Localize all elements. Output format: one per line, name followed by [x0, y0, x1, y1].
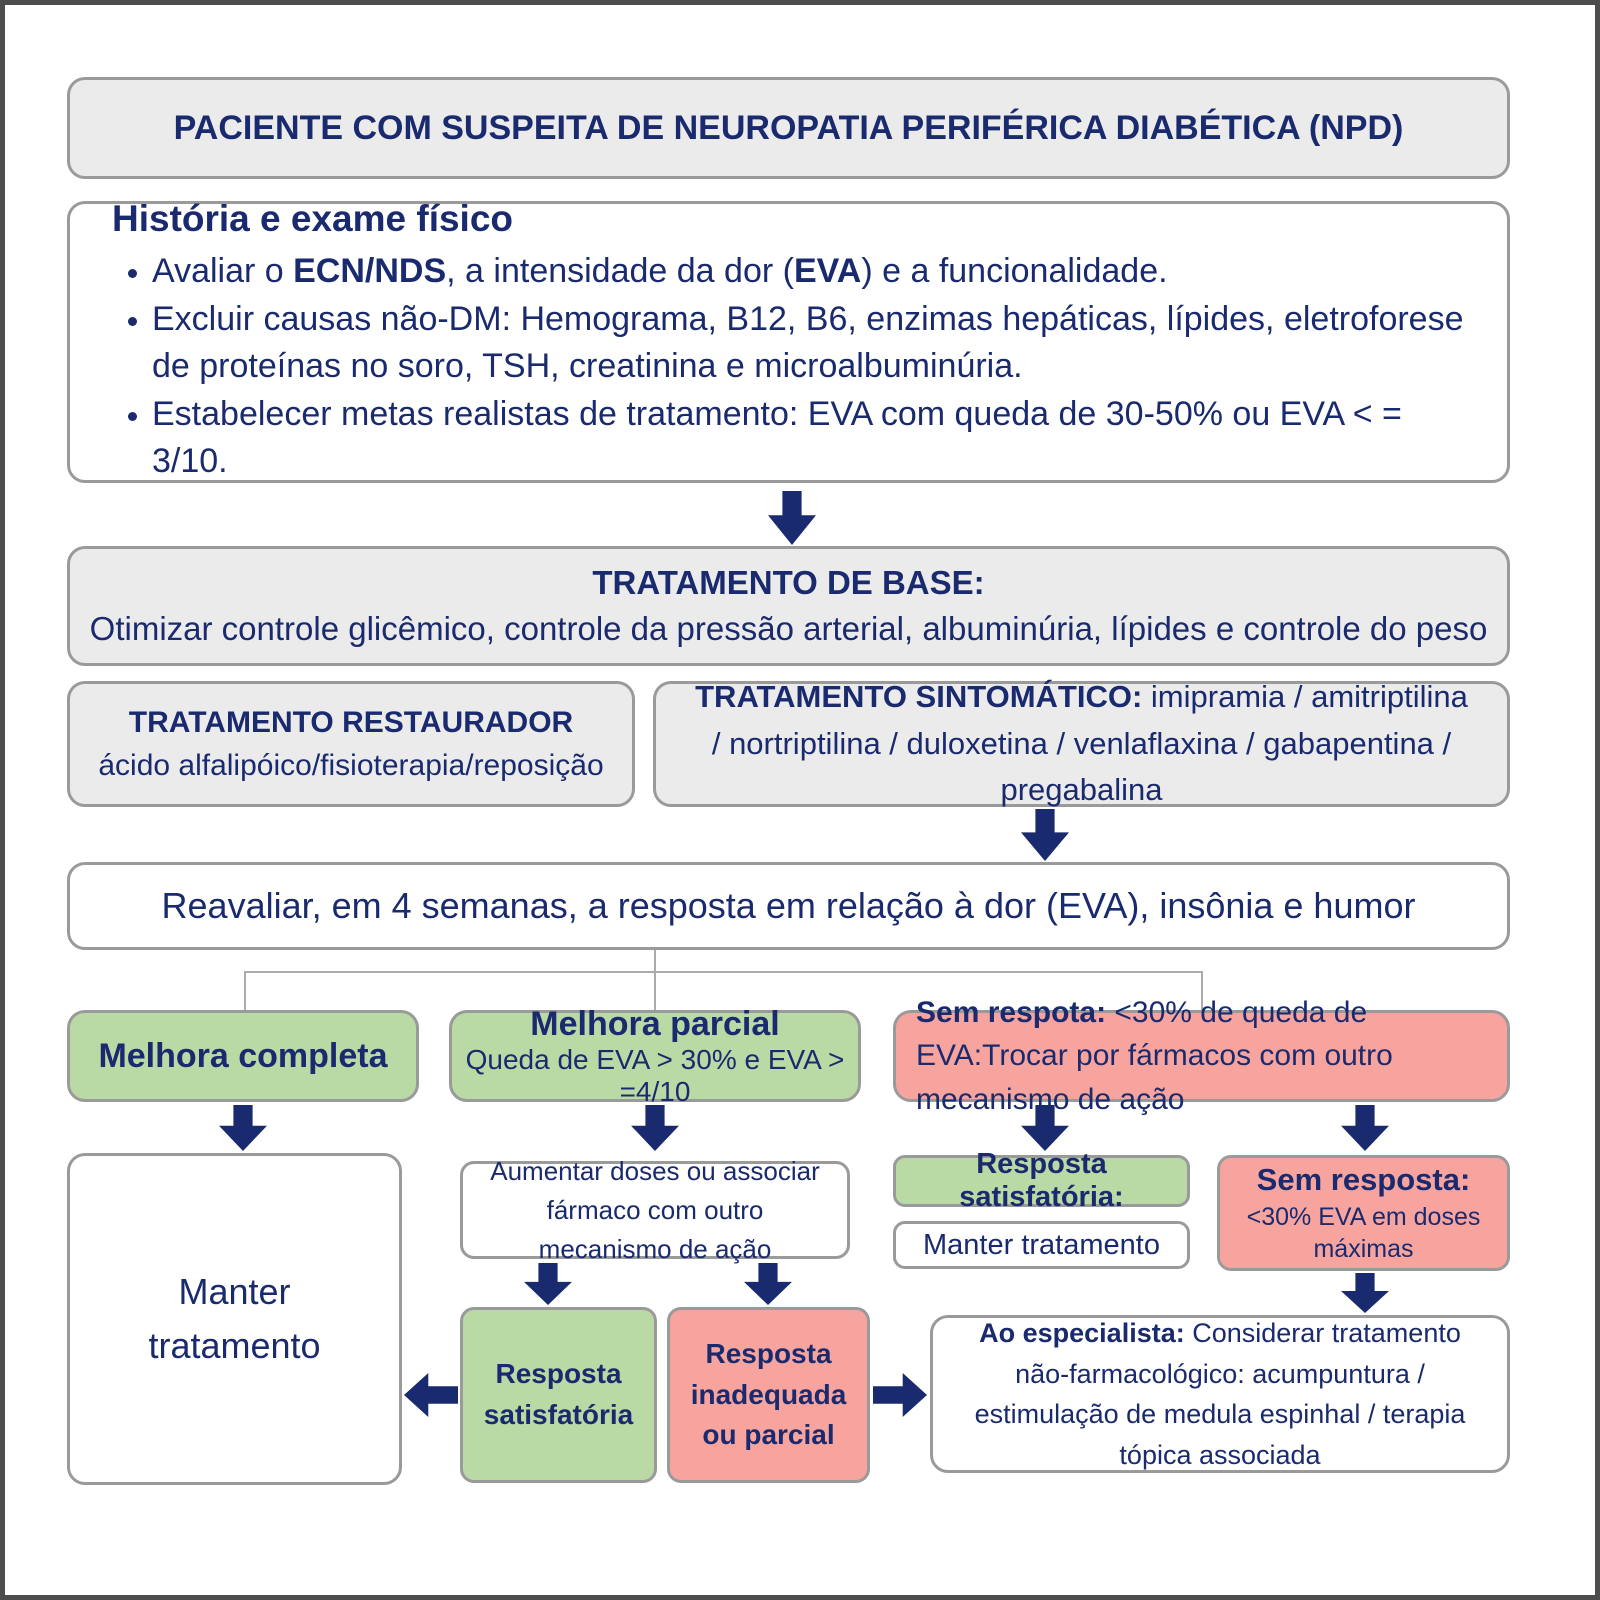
increase-doses-box: Aumentar doses ou associar fármaco com o… — [460, 1156, 850, 1264]
history-bullet-2: Excluir causas não-DM: Hemograma, B12, B… — [152, 296, 1465, 391]
keep-treatment-small-label: Manter tratamento — [923, 1228, 1160, 1261]
base-treatment-body: Otimizar controle glicêmico, controle da… — [89, 610, 1488, 647]
satisfactory-response-label-box: Resposta satisfatória: — [893, 1148, 1190, 1213]
page-title: PACIENTE COM SUSPEITA DE NEUROPATIA PERI… — [173, 108, 1404, 147]
branch-connector-right — [1201, 971, 1203, 1011]
arrow-down-partial — [631, 1105, 679, 1151]
restorative-treatment-box: TRATAMENTO RESTAURADOR ácido alfalipóico… — [67, 681, 635, 807]
satisfactory-response-label: Resposta satisfatória: — [959, 1148, 1124, 1213]
arrow-down-complete — [219, 1105, 267, 1151]
arrow-down-to-specialist — [1341, 1273, 1389, 1313]
base-treatment-box: TRATAMENTO DE BASE: Otimizar controle gl… — [67, 546, 1510, 666]
keep-treatment-small-box: Manter tratamento — [893, 1221, 1190, 1269]
history-box: História e exame físico Avaliar o ECN/ND… — [67, 198, 1510, 486]
no-response-max-doses-box: Sem resposta: <30% EVA em doses máximas — [1217, 1155, 1510, 1271]
complete-improvement-label: Melhora completa — [98, 1036, 388, 1075]
base-treatment-title: TRATAMENTO DE BASE: — [592, 563, 985, 601]
reassess-box: Reavaliar, em 4 semanas, a resposta em r… — [67, 862, 1510, 950]
arrow-down-to-inadequate — [744, 1263, 792, 1305]
history-bullet-list: Avaliar o ECN/NDS, a intensidade da dor … — [112, 248, 1465, 486]
no-response-branch-text: Sem respota: <30% de queda de EVA:Trocar… — [916, 995, 1393, 1116]
increase-doses-label: Aumentar doses ou associar fármaco com o… — [490, 1155, 820, 1264]
branch-connector-horizontal — [244, 971, 1203, 973]
specialist-text: Ao especialista: Considerar tratamento n… — [974, 1318, 1466, 1470]
partial-improvement-title: Melhora parcial — [530, 1004, 780, 1043]
partial-improvement-box: Melhora parcial Queda de EVA > 30% e EVA… — [449, 1005, 861, 1107]
title-box: PACIENTE COM SUSPEITA DE NEUROPATIA PERI… — [67, 77, 1510, 179]
no-response-max-sub: <30% EVA em doses máximas — [1246, 1202, 1481, 1264]
keep-treatment-box: Manter tratamento — [67, 1153, 402, 1485]
branch-connector-left — [244, 971, 246, 1011]
satisfactory-response-box: Resposta satisfatória — [460, 1307, 657, 1483]
arrow-left-to-keep-treatment — [404, 1373, 458, 1417]
history-bullet-3: Estabelecer metas realistas de tratament… — [152, 391, 1465, 486]
reassess-text: Reavaliar, em 4 semanas, a resposta em r… — [161, 885, 1416, 926]
symptomatic-text: TRATAMENTO SINTOMÁTICO: imipramia / amit… — [695, 679, 1468, 808]
arrow-down-symptomatic-to-reassess — [1021, 809, 1069, 861]
keep-treatment-label: Manter tratamento — [148, 1271, 321, 1366]
branch-connector-middle — [654, 950, 656, 1011]
symptomatic-treatment-box: TRATAMENTO SINTOMÁTICO: imipramia / amit… — [653, 679, 1510, 807]
restorative-body: ácido alfalipóico/fisioterapia/reposição — [98, 749, 604, 782]
inadequate-response-text: Resposta inadequada ou parcial — [690, 1338, 847, 1451]
arrow-down-to-satisfactory — [524, 1263, 572, 1305]
history-heading: História e exame físico — [112, 198, 514, 240]
satisfactory-response-text: Resposta satisfatória — [483, 1358, 634, 1430]
restorative-title: TRATAMENTO RESTAURADOR — [128, 705, 574, 739]
arrow-down-history-to-base — [768, 491, 816, 545]
partial-improvement-sub: Queda de EVA > 30% e EVA > =4/10 — [465, 1043, 845, 1107]
specialist-box: Ao especialista: Considerar tratamento n… — [930, 1315, 1510, 1473]
no-response-branch-box: Sem respota: <30% de queda de EVA:Trocar… — [893, 996, 1510, 1116]
arrow-right-to-specialist — [873, 1373, 927, 1417]
complete-improvement-box: Melhora completa — [67, 1010, 419, 1102]
no-response-max-title: Sem resposta: — [1256, 1162, 1471, 1198]
inadequate-response-box: Resposta inadequada ou parcial — [667, 1307, 870, 1483]
history-bullet-1: Avaliar o ECN/NDS, a intensidade da dor … — [152, 248, 1465, 296]
